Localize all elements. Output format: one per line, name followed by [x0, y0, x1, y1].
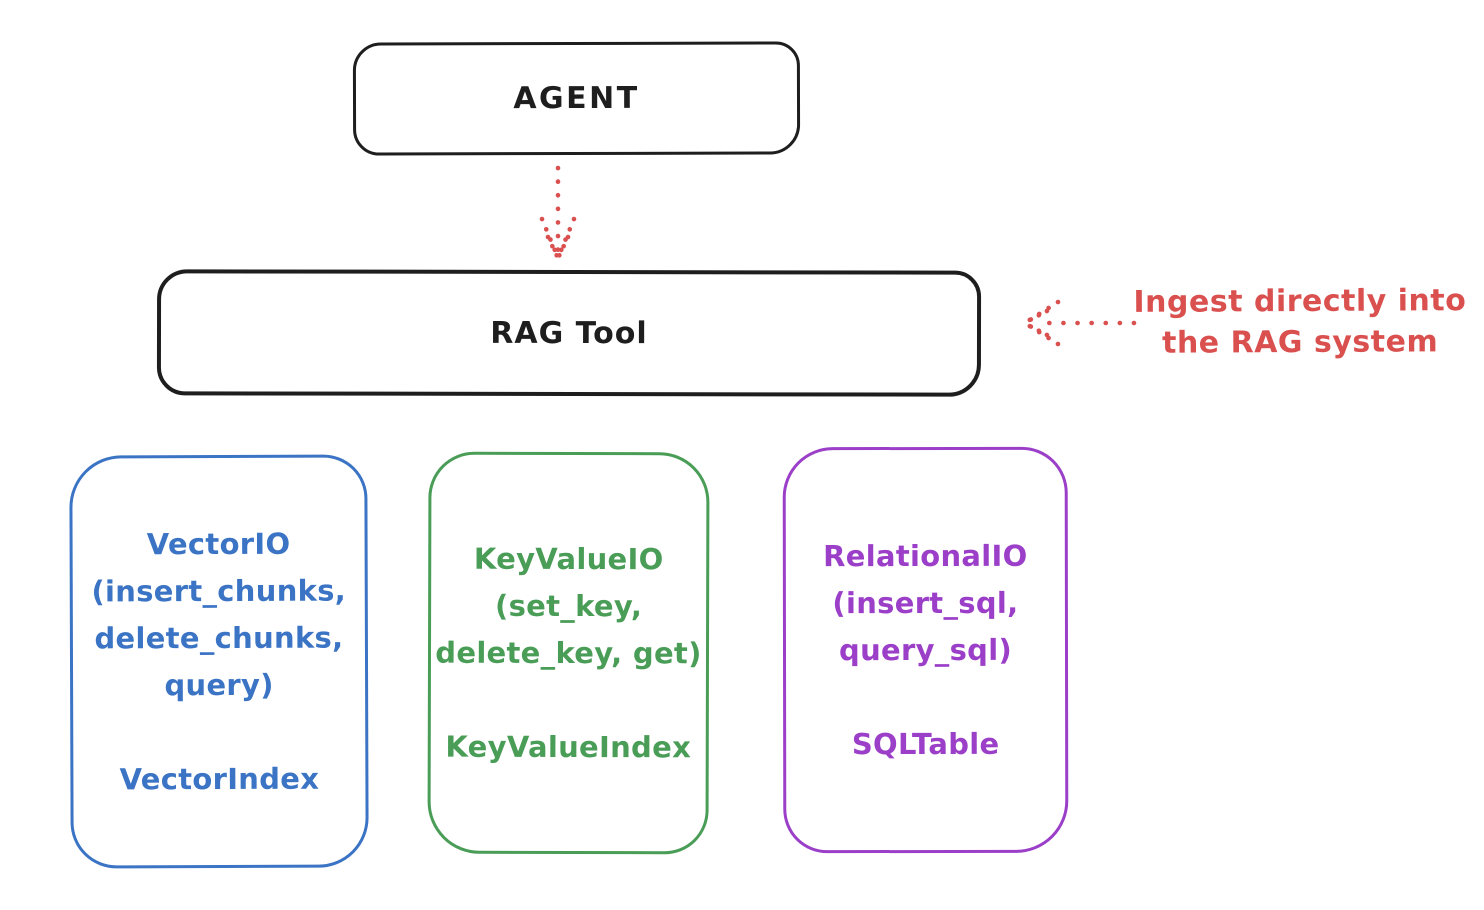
ingest-annotation-line-1: Ingest directly into: [1133, 283, 1467, 320]
vector-io-line: VectorIO: [146, 526, 291, 561]
ingest-annotation-line-2: the RAG system: [1161, 324, 1439, 361]
annotation-to-rag-tool-arrow: [1023, 299, 1137, 347]
relational-io-line: RelationalIO: [823, 538, 1028, 573]
vector-io-line: (insert_chunks,: [91, 573, 347, 608]
rag-tool-node: RAG Tool: [156, 269, 982, 397]
sql-table-label: SQLTable: [851, 726, 1000, 761]
key-value-io-line: delete_key, get): [435, 635, 702, 670]
vector-index-label: VectorIndex: [119, 761, 320, 796]
key-value-io-node: KeyValueIO (set_key, delete_key, get) Ke…: [427, 451, 710, 855]
vector-io-line: query): [164, 667, 274, 702]
vector-io-node: VectorIO (insert_chunks, delete_chunks, …: [69, 454, 369, 869]
key-value-index-label: KeyValueIndex: [445, 729, 692, 764]
key-value-io-line: KeyValueIO: [473, 541, 664, 576]
key-value-io-line: (set_key,: [495, 588, 643, 623]
agent-node: AGENT: [352, 41, 801, 156]
relational-io-line: query_sql): [838, 632, 1013, 667]
agent-to-rag-tool-arrow: [539, 165, 577, 259]
relational-io-node: RelationalIO (insert_sql, query_sql) SQL…: [782, 446, 1069, 854]
rag-tool-label: RAG Tool: [490, 315, 648, 351]
relational-io-line: (insert_sql,: [832, 585, 1019, 620]
vector-io-line: delete_chunks,: [94, 620, 344, 655]
agent-label: AGENT: [513, 80, 640, 117]
ingest-annotation: Ingest directly into the RAG system: [1120, 280, 1480, 364]
